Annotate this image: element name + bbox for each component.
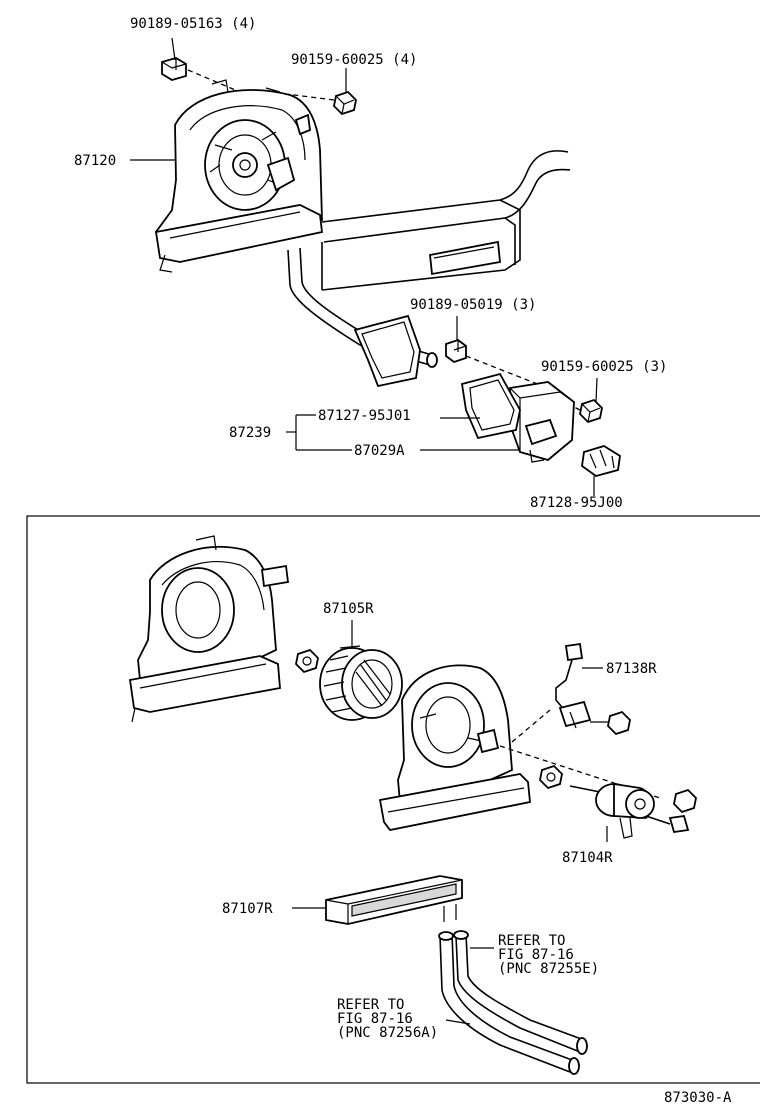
- refer2-line1: REFER TO: [337, 997, 404, 1013]
- duct-outline: [321, 150, 571, 291]
- refer2-line2: FIG 87-16: [337, 1011, 413, 1027]
- screw-resistor: [590, 710, 631, 736]
- dash-90189-05019: [465, 355, 541, 386]
- servo-87029A: [509, 381, 575, 463]
- refer1-line1: REFER TO: [498, 933, 565, 949]
- label-87128-95J00: 87128-95J00: [530, 495, 623, 511]
- plate-87127-95J01: [460, 372, 521, 440]
- bolt-90159-60025-4: [333, 90, 357, 116]
- label-90189-05019: 90189-05019 (3): [410, 297, 536, 313]
- pipes-lower: [438, 930, 588, 1075]
- screw-90189-05163: [161, 57, 187, 81]
- refer2-line3: (PNC 87256A): [337, 1025, 438, 1041]
- screw-motor: [673, 788, 697, 814]
- label-90189-05163: 90189-05163 (4): [130, 16, 256, 32]
- screw-90189-05019: [445, 338, 467, 364]
- heater-core-87107R: [325, 875, 463, 925]
- dash-90159-60025-4: [269, 91, 335, 101]
- dash-90189-05163: [187, 69, 241, 93]
- connector-87128-95J00: [581, 445, 621, 477]
- bolt-90159-60025-3: [579, 398, 603, 424]
- nut-left: [295, 648, 319, 674]
- dash-resistor: [511, 709, 551, 743]
- detail-box: [26, 515, 760, 1084]
- label-87104R: 87104R: [562, 850, 613, 866]
- resistor-87138R: [555, 642, 592, 729]
- motor-87104R: [569, 782, 690, 839]
- leader-refer2: [445, 1019, 471, 1025]
- label-87127-95J01: 87127-95J01: [318, 408, 411, 424]
- label-87107R: 87107R: [222, 901, 273, 917]
- label-90159-60025-4: 90159-60025 (4): [291, 52, 417, 68]
- bracket-87239: [286, 414, 520, 451]
- label-87120: 87120: [74, 153, 116, 169]
- refer1-line2: FIG 87-16: [498, 947, 574, 963]
- label-87105R: 87105R: [323, 601, 374, 617]
- leader-90159-60025-3: [595, 377, 598, 403]
- dash-motor: [499, 745, 661, 799]
- fan-87105R: [319, 645, 403, 721]
- label-87029A: 87029A: [354, 443, 405, 459]
- refer1-line3: (PNC 87255E): [498, 961, 599, 977]
- blower-case-detail: [128, 535, 290, 723]
- figure-id: 873030-A: [664, 1090, 732, 1106]
- leader-90189-05163: [171, 37, 176, 61]
- blower-case-87120: [154, 79, 323, 273]
- label-87239: 87239: [229, 425, 271, 441]
- blower-case-right: [378, 664, 531, 831]
- gasket: [353, 314, 421, 388]
- nut-middle: [539, 764, 563, 790]
- label-90159-60025-3: 90159-60025 (3): [541, 359, 667, 375]
- label-87138R: 87138R: [606, 661, 657, 677]
